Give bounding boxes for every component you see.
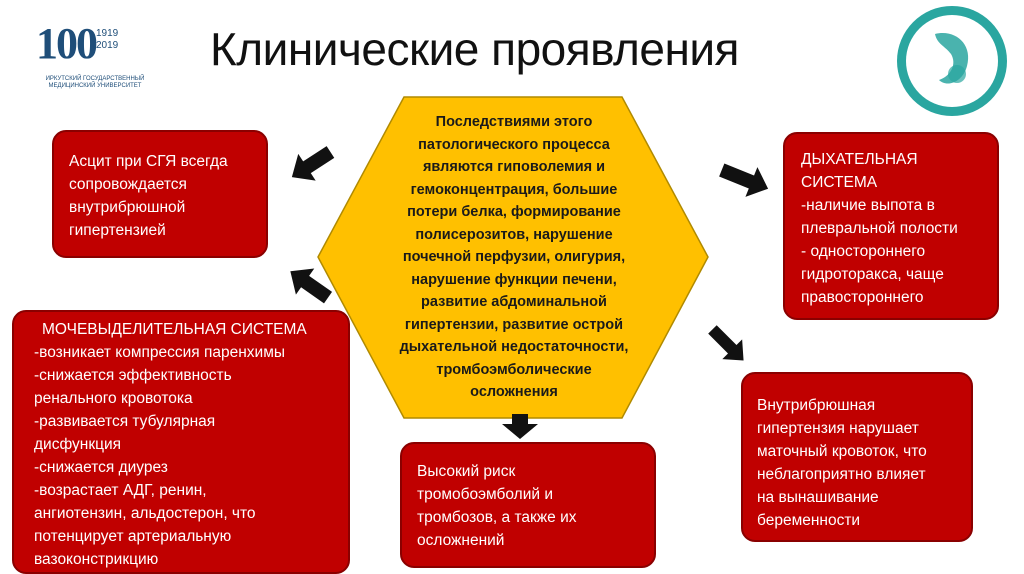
box-line: Внутрибрюшная [757,397,876,414]
university-logo: 100 1919 2019 Иркутский государственный … [30,18,160,100]
student-society-logo: МНК [895,4,1009,118]
center-line: дыхательной недостаточности, [399,339,629,355]
center-line: тромбоэмболические [436,361,592,378]
center-line: являются гиповолемия и [422,159,606,175]
box-line: -снижается эффективность [34,367,232,384]
box-line: потенцирует артериальную [34,528,232,545]
center-line: гемоконцентрация, большие [410,181,618,198]
arrow-to-iap-icon [708,325,744,361]
box-line: ангиотензин, альдостерон, что [34,505,256,522]
box-line: -возникает компрессия паренхимы [34,344,285,361]
box-line: плевральной полости [801,220,958,237]
respiratory-system-box: ДЫХАТЕЛЬНАЯ СИСТЕМА -наличие выпота в пл… [783,132,999,320]
box-line: гипертензия нарушает [757,420,919,437]
box-line: дисфункция [34,436,122,453]
box-line: -снижается диурез [34,459,168,476]
intra-abdominal-hypertension-box: Внутрибрюшная гипертензия нарушает маточ… [741,372,973,542]
arrow-to-urinary-icon [290,268,333,304]
ascites-box: Асцит при СГЯ всегда сопровождается внут… [52,130,268,258]
logo-number: 100 [36,19,98,68]
box-line: тромбозов, а также их [417,509,577,526]
logo-university-line-1: Иркутский государственный [45,76,145,82]
center-hexagon [317,96,709,419]
box-line: внутрибрюшной [69,199,186,216]
arrow-to-respiratory-icon [719,163,769,197]
logo-university-line-2: медицинский университет [48,83,142,89]
box-line: неблагоприятно влияет [757,466,926,483]
center-line: гипертензии, развитие острой [404,316,624,333]
center-line: полисерозитов, нарушение [415,226,613,243]
logo-year-start: 1919 [96,28,119,39]
box-line: -возрастает АДГ, ренин, [34,482,207,499]
logo-abbr: МНК [942,16,962,26]
box-line: гидроторакса, чаще [801,266,944,283]
box-line: правостороннего [801,289,924,306]
arrow-to-ascites-icon [291,146,335,181]
box-line: осложнений [417,532,505,549]
box-line: вазоконстрикцию [34,551,159,568]
box-line: - одностороннего [801,243,926,260]
center-line: патологического процесса [418,136,610,153]
box-line: беременности [757,512,861,529]
box-line: сопровождается [69,176,187,193]
box-heading: МОЧЕВЫДЕЛИТЕЛЬНАЯ СИСТЕМА [42,321,307,338]
box-line: маточный кровоток, что [757,443,927,460]
box-line: Асцит при СГЯ всегда [69,153,228,170]
box-line: на вынашивание [757,489,879,506]
center-text: Последствиями этого патологического проц… [396,111,632,404]
box-line: Высокий риск [417,463,516,480]
center-line: осложнения [470,384,558,400]
page-title: Клинические проявления [210,23,739,75]
arrow-to-thrombo-icon [502,414,538,439]
box-line: ренального кровотока [34,390,193,407]
box-line: -развивается тубулярная [34,413,216,430]
logo-year-end: 2019 [96,40,119,51]
box-line: СИСТЕМА [801,174,878,191]
thrombosis-risk-box: Высокий риск тромобоэмболий и тромбозов,… [400,442,656,568]
box-line: ДЫХАТЕЛЬНАЯ [801,151,918,168]
urinary-system-box: МОЧЕВЫДЕЛИТЕЛЬНАЯ СИСТЕМА -возникает ком… [12,310,350,574]
logo-university-name: Иркутский государственный медицинский ун… [30,76,160,90]
center-line: Последствиями этого [435,114,593,130]
box-line: гипертензией [69,222,166,239]
center-line: развитие абдоминальной [421,294,607,310]
center-line: нарушение функции печени, [411,271,617,288]
box-line: тромобоэмболий и [417,486,553,503]
logo-years: 1919 2019 [96,28,118,52]
center-line: потери белка, формирование [407,204,621,220]
center-line: почечной перфузии, олигурия, [402,249,626,265]
box-line: -наличие выпота в [801,197,935,214]
